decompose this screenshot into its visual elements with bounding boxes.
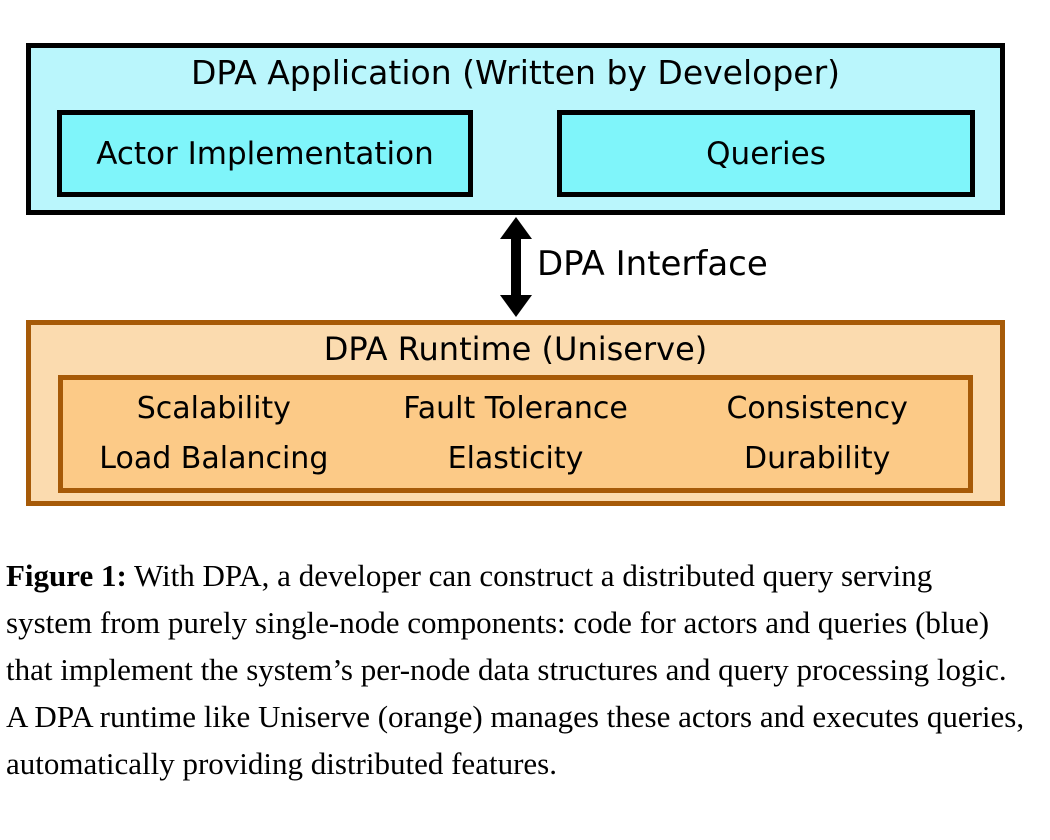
queries-box: Queries — [557, 110, 975, 197]
dpa-application-layer: DPA Application (Written by Developer) A… — [26, 43, 1005, 215]
actor-implementation-label: Actor Implementation — [96, 135, 434, 172]
dpa-application-title: DPA Application (Written by Developer) — [190, 53, 841, 92]
feature-scalability: Scalability — [136, 391, 291, 426]
actor-implementation-box: Actor Implementation — [57, 110, 473, 197]
feature-row: Load Balancing Elasticity Durability — [63, 434, 968, 484]
figure-caption-text: With DPA, a developer can construct a di… — [6, 558, 1025, 781]
dpa-interface-label: DPA Interface — [537, 244, 768, 284]
feature-durability: Durability — [743, 441, 891, 476]
feature-elasticity: Elasticity — [447, 441, 584, 476]
feature-consistency: Consistency — [726, 391, 908, 426]
queries-label: Queries — [706, 135, 826, 172]
feature-fault-tolerance: Fault Tolerance — [403, 391, 628, 426]
figure-caption: Figure 1: With DPA, a developer can cons… — [6, 552, 1026, 787]
dpa-runtime-layer: DPA Runtime (Uniserve) Scalability Fault… — [26, 320, 1005, 506]
feature-row: Scalability Fault Tolerance Consistency — [63, 384, 968, 434]
runtime-features-box: Scalability Fault Tolerance Consistency … — [58, 375, 973, 493]
dpa-interface-group: DPA Interface — [0, 215, 1050, 320]
dpa-runtime-title: DPA Runtime (Uniserve) — [323, 330, 708, 368]
feature-load-balancing: Load Balancing — [99, 441, 329, 476]
figure-caption-label: Figure 1: — [6, 558, 127, 593]
double-headed-arrow-icon — [500, 217, 532, 317]
